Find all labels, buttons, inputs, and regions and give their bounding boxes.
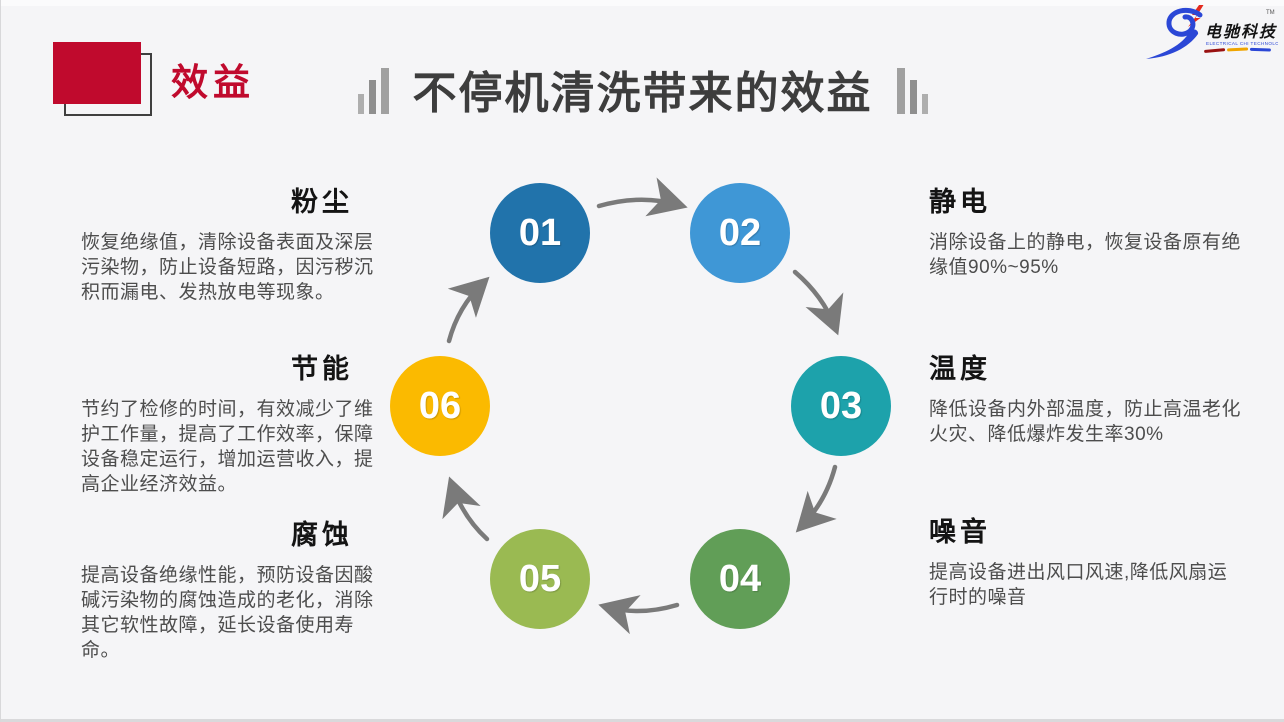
logo-subtitle: ELECTRICAL CHI TECHNOLOGY	[1206, 41, 1278, 46]
logo-stripe-blue	[1249, 47, 1271, 52]
arrow-step2-to-step3	[792, 269, 844, 336]
benefit-block-static-electricity: 静电 消除设备上的静电，恢复设备原有绝缘值90%~95%	[929, 180, 1241, 280]
bar-chart-decor-left-icon	[357, 68, 389, 114]
logo-stripe-red	[1204, 48, 1226, 53]
benefit-body: 提高设备绝缘性能，预防设备因酸碱污染物的腐蚀造成的老化，消除其它软性故障，延长设…	[81, 565, 374, 662]
logo-name: 电驰科技	[1205, 23, 1277, 41]
header-accent-square	[53, 42, 141, 104]
benefit-title: 静电	[929, 187, 991, 217]
benefit-block-temperature: 温度 降低设备内外部温度，防止高温老化火灾、降低爆炸发生率30%	[929, 347, 1241, 447]
benefit-title: 节能	[291, 354, 353, 384]
arrow-step6-to-step1	[446, 276, 490, 344]
company-logo: 电驰科技 ELECTRICAL CHI TECHNOLOGY TM	[1146, 5, 1278, 59]
benefit-body: 节约了检修的时间，有效减少了维护工作量，提高了工作效率，保障设备稳定运行，增加运…	[81, 399, 374, 496]
cycle-step-03: 03	[791, 356, 891, 456]
benefit-title: 温度	[929, 354, 991, 384]
benefit-body: 提高设备进出风口风速,降低风扇运行时的噪音	[929, 562, 1228, 609]
top-edge-line	[1, 0, 1284, 6]
benefit-title: 噪音	[929, 517, 991, 547]
cycle-step-02: 02	[690, 183, 790, 283]
step-number: 03	[819, 384, 863, 427]
benefit-body: 消除设备上的静电，恢复设备原有绝缘值90%~95%	[929, 232, 1242, 279]
title-row: 不停机清洗带来的效益	[1, 68, 1284, 120]
step-number: 04	[718, 557, 762, 600]
logo-stripe-yellow	[1227, 47, 1249, 52]
benefit-title: 粉尘	[291, 187, 353, 217]
bar-chart-decor-right-icon	[896, 68, 928, 114]
benefit-body: 恢复绝缘值，清除设备表面及深层污染物，防止设备短路，因污秽沉积而漏电、发热放电等…	[81, 232, 374, 304]
arrow-step1-to-step2	[596, 177, 688, 217]
cycle-step-06: 06	[390, 356, 490, 456]
bottom-edge-line	[1, 719, 1284, 722]
logo-swoosh-tail	[1146, 29, 1199, 59]
cycle-step-05: 05	[490, 529, 590, 629]
benefit-title: 腐蚀	[291, 520, 353, 550]
logo-trademark: TM	[1266, 10, 1275, 16]
page-title: 不停机清洗带来的效益	[412, 69, 873, 119]
arrow-step5-to-step6	[442, 476, 490, 542]
section-label: 效益	[171, 62, 255, 103]
benefit-body: 降低设备内外部温度，防止高温老化火灾、降低爆炸发生率30%	[929, 399, 1242, 446]
step-number: 01	[518, 211, 562, 254]
benefit-block-corrosion: 腐蚀 提高设备绝缘性能，预防设备因酸碱污染物的腐蚀造成的老化，消除其它软性故障，…	[81, 513, 379, 663]
benefit-block-energy-saving: 节能 节约了检修的时间，有效减少了维护工作量，提高了工作效率，保障设备稳定运行，…	[81, 347, 379, 497]
arrow-step4-to-step5	[598, 595, 680, 635]
step-number: 05	[518, 557, 562, 600]
step-number: 06	[418, 384, 462, 427]
cycle-step-04: 04	[690, 529, 790, 629]
arrow-step3-to-step4	[795, 464, 838, 533]
benefit-block-dust: 粉尘 恢复绝缘值，清除设备表面及深层污染物，防止设备短路，因污秽沉积而漏电、发热…	[81, 180, 379, 305]
cycle-step-01: 01	[490, 183, 590, 283]
lightning-icon	[1188, 5, 1204, 27]
benefit-block-noise: 噪音 提高设备进出风口风速,降低风扇运行时的噪音	[929, 510, 1241, 610]
logo-swoosh-ring	[1166, 7, 1203, 37]
step-number: 02	[718, 211, 762, 254]
